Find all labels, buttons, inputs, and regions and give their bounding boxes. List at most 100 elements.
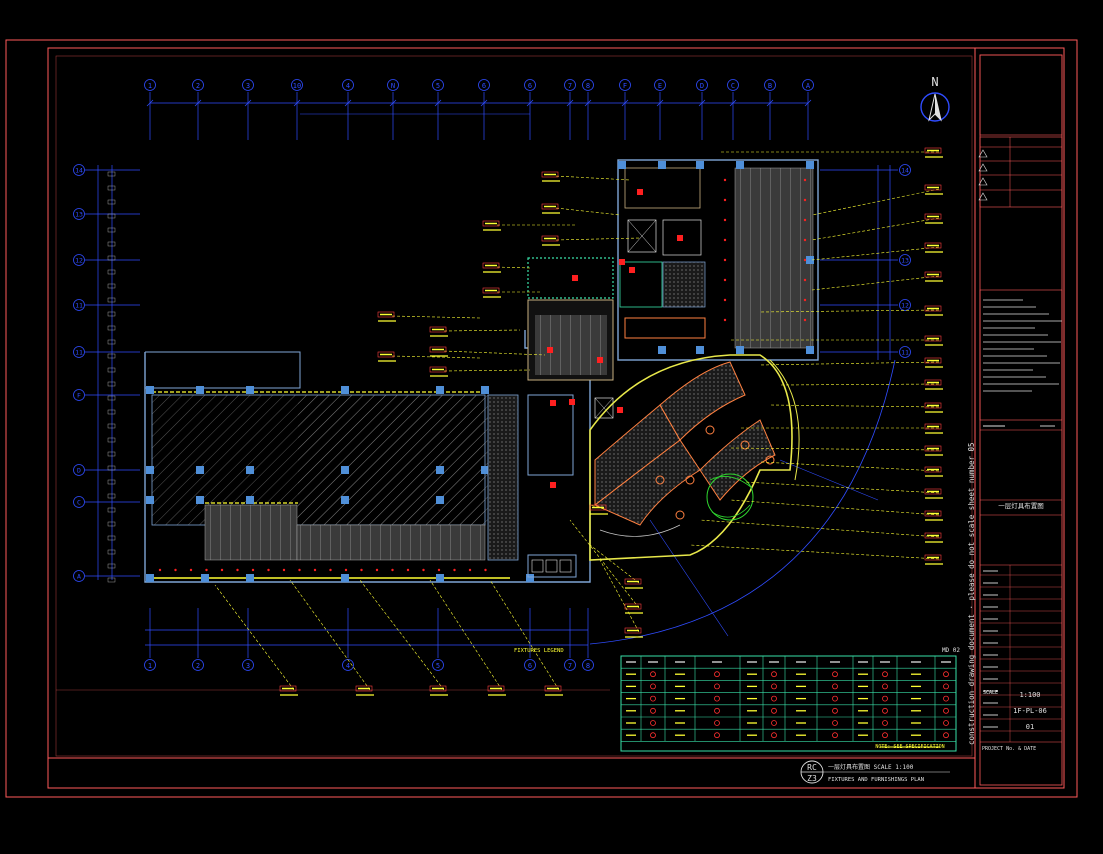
fixture-dot bbox=[803, 198, 807, 202]
radial-grid-line bbox=[779, 459, 879, 501]
dim-tick-top bbox=[729, 99, 737, 107]
tag-box bbox=[377, 311, 395, 318]
legend-symbol bbox=[943, 720, 949, 726]
leader-line bbox=[729, 499, 940, 516]
fixture-dot bbox=[189, 568, 193, 572]
tag-box bbox=[924, 554, 942, 561]
fixture-dot bbox=[803, 318, 807, 322]
fixture-dot bbox=[723, 258, 727, 262]
fixture-mark bbox=[619, 259, 625, 265]
sheet-inner-frame bbox=[47, 47, 1065, 789]
dim-tick-top bbox=[656, 99, 664, 107]
leader-line bbox=[555, 237, 641, 241]
fixture-mark bbox=[550, 482, 556, 488]
corridor-strip bbox=[487, 394, 519, 561]
grid-label-top: D bbox=[700, 82, 704, 90]
grid-bubble-top bbox=[432, 79, 444, 91]
tag-box bbox=[429, 685, 447, 692]
column-round bbox=[740, 440, 750, 450]
fixture-mark bbox=[597, 357, 603, 363]
fixture-mark bbox=[617, 407, 623, 413]
grid-bubble-top bbox=[524, 79, 536, 91]
dim-text-left bbox=[107, 283, 116, 289]
green-plant bbox=[706, 473, 754, 521]
leader-line bbox=[744, 481, 940, 494]
stair-cell bbox=[559, 559, 572, 573]
dim-tick-top bbox=[344, 99, 352, 107]
north-label: N bbox=[931, 75, 938, 89]
tag-box bbox=[429, 346, 447, 353]
dim-text-left bbox=[107, 227, 116, 233]
leader-line bbox=[391, 315, 481, 319]
fixture-dot bbox=[158, 568, 162, 572]
grid-bubble-right bbox=[899, 254, 911, 266]
legend-symbol bbox=[714, 707, 720, 714]
plank-ceiling-2 bbox=[296, 524, 486, 561]
tag-box bbox=[544, 685, 562, 692]
tag-box bbox=[541, 235, 559, 242]
column bbox=[246, 386, 254, 394]
legend-symbol bbox=[714, 720, 720, 726]
grid-bubble-top bbox=[619, 79, 631, 91]
dotted-room bbox=[662, 261, 706, 308]
column bbox=[341, 496, 349, 504]
grid-label-left: 14 bbox=[75, 167, 83, 175]
title-block-sheet-caption: 一层灯具布置图 bbox=[998, 501, 1044, 510]
title-block-scale-label: SCALE bbox=[983, 690, 998, 696]
tag-box bbox=[279, 685, 297, 692]
grid-bubble-bottom bbox=[432, 659, 444, 671]
fixture-dot bbox=[723, 298, 727, 302]
column bbox=[481, 466, 489, 474]
column bbox=[146, 496, 154, 504]
dim-text-left bbox=[107, 171, 116, 177]
tag-box bbox=[541, 171, 559, 178]
grid-label-bottom: 1 bbox=[148, 662, 152, 670]
grid-bubble-top bbox=[342, 79, 354, 91]
legend-symbol bbox=[943, 671, 949, 678]
grid-bubble-top bbox=[727, 79, 739, 91]
grid-label-left: 13 bbox=[75, 211, 83, 219]
dim-tick-top bbox=[698, 99, 706, 107]
fixture-dot bbox=[360, 568, 363, 572]
column bbox=[696, 161, 704, 169]
legend-symbol bbox=[771, 720, 777, 726]
leader-line bbox=[443, 369, 531, 372]
fixture-dot bbox=[803, 178, 807, 182]
fixture-dot bbox=[298, 568, 301, 572]
north-arrow bbox=[920, 92, 950, 122]
wall-upper-block bbox=[617, 159, 819, 361]
column bbox=[201, 574, 209, 582]
grid-label-top: A bbox=[806, 82, 811, 90]
legend-header: MD 02 bbox=[942, 647, 960, 654]
dim-text-left bbox=[107, 199, 116, 205]
leader-line bbox=[811, 246, 940, 261]
column bbox=[196, 466, 204, 474]
grid-label-right: 14 bbox=[901, 167, 909, 175]
dim-text-left bbox=[107, 255, 116, 261]
curved-wing-outline bbox=[589, 354, 793, 561]
grid-bubble-left bbox=[73, 570, 85, 582]
room-mid-ceiling bbox=[535, 315, 607, 375]
grid-label-right: 12 bbox=[901, 302, 909, 310]
drawing-area-frame bbox=[55, 55, 973, 757]
fixture-dot bbox=[437, 568, 441, 572]
column bbox=[341, 574, 349, 582]
cyan-room bbox=[619, 261, 663, 308]
leader-line bbox=[555, 207, 621, 216]
grid-bubble-top bbox=[582, 79, 594, 91]
grid-bubble-top bbox=[696, 79, 708, 91]
leader-line bbox=[359, 579, 445, 691]
outer-curve bbox=[769, 359, 800, 481]
grid-label-left: C bbox=[77, 499, 81, 507]
legend-symbol bbox=[714, 732, 720, 739]
grid-bubble-top bbox=[387, 79, 399, 91]
legend-symbol bbox=[771, 695, 777, 702]
tag-box bbox=[924, 184, 942, 191]
dim-text-left bbox=[107, 353, 116, 359]
dim-text-left bbox=[107, 311, 116, 317]
tag-box bbox=[924, 335, 942, 342]
legend-symbol bbox=[943, 707, 949, 714]
legend-symbol bbox=[650, 732, 656, 739]
grid-bubble-right bbox=[899, 346, 911, 358]
